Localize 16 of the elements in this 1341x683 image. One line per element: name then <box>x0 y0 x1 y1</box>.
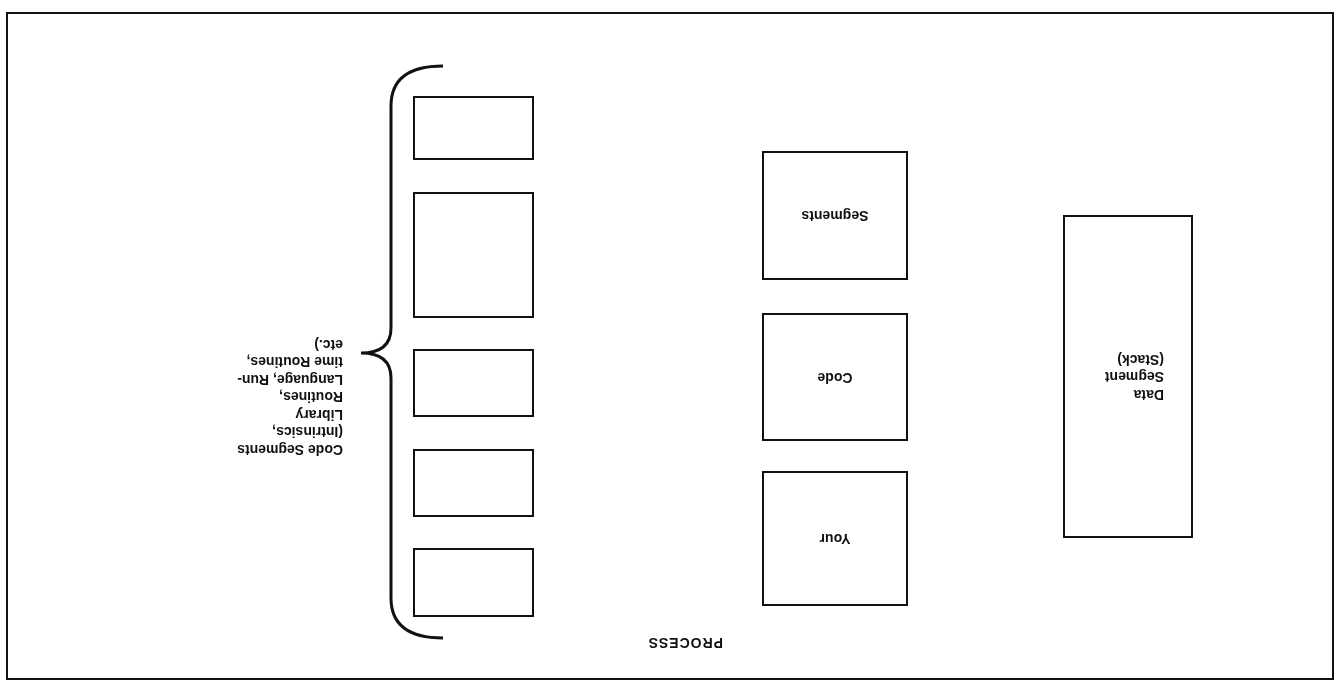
segment-box <box>1063 215 1193 538</box>
empty-segment-box <box>413 548 534 617</box>
frame-heading: PROCESS <box>647 634 723 651</box>
brace-note: Code Segments (Intrinsics, Library Routines, Language, Run-time Routines, etc.) <box>236 336 343 458</box>
segment-label: Segments <box>801 207 869 225</box>
segment-label: Code <box>817 368 853 386</box>
segment-label: Your <box>819 530 851 548</box>
segment-label: Data Segment (Stack) <box>1103 350 1164 403</box>
segment-box <box>762 471 908 606</box>
empty-segment-box <box>413 96 534 160</box>
segment-box <box>762 313 908 441</box>
empty-segment-box <box>413 349 534 417</box>
empty-segment-box <box>413 449 534 517</box>
empty-segment-box <box>413 192 534 318</box>
process-frame <box>6 12 1334 680</box>
segment-box <box>762 151 908 280</box>
